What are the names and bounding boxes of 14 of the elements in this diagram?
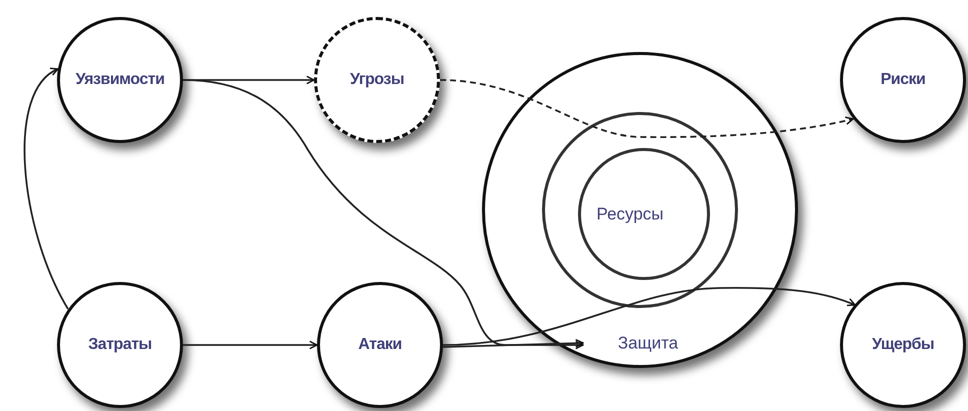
arrow [442,286,856,346]
node-label: Угрозы [350,70,404,90]
node-label: Ущербы [872,335,934,355]
node-label: Уязвимости [76,70,164,90]
node-label: Ресурсы [596,203,664,226]
arrow [440,79,854,138]
arrow [183,340,318,350]
node-label: Атаки [358,335,402,355]
node-label: Защита [618,332,678,354]
node-label: Риски [880,70,926,90]
arrow [24,68,69,310]
node-label: Затраты [88,335,152,355]
arrow [182,79,584,350]
arrow [442,338,584,348]
